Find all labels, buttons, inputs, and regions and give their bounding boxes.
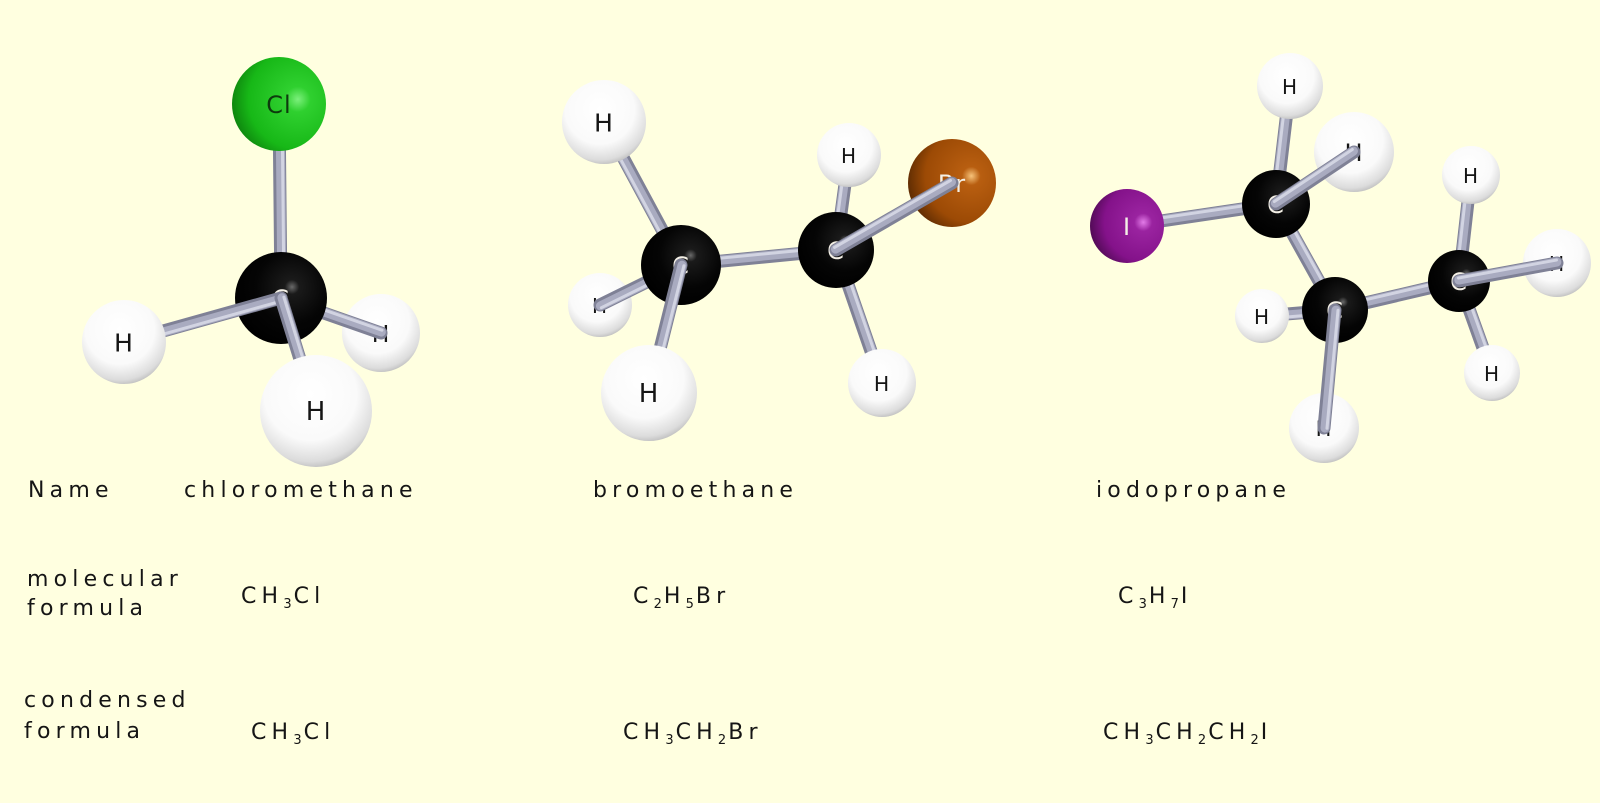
atom-label: H xyxy=(594,109,614,138)
atom-hydrogen: H xyxy=(82,300,166,384)
molecule-chloromethane: ClHCHH xyxy=(82,57,420,467)
row-label-molecular-formula-line2: formula xyxy=(27,596,149,621)
row-label-name: Name xyxy=(28,478,114,503)
atom-label: H xyxy=(306,397,327,427)
molecule-bromoethane: HHHBrHCCH xyxy=(562,80,996,441)
subscript: 2 xyxy=(717,733,729,748)
molecular-formula-chloromethane: CH3Cl xyxy=(241,584,326,612)
subscript: 3 xyxy=(283,597,294,612)
atom-hydrogen: H xyxy=(1442,146,1500,204)
atom-label: H xyxy=(841,144,857,168)
subscript: 2 xyxy=(1197,733,1209,748)
molecular-formula-iodopropane: C3H7I xyxy=(1118,584,1193,612)
atom-hydrogen: H xyxy=(817,123,881,187)
row-label-condensed-formula-line2: formula xyxy=(24,719,146,744)
molecule-iodopropane: IHHHHHHHCCC xyxy=(1090,53,1591,463)
atom-hydrogen: H xyxy=(562,80,646,164)
atom-label: I xyxy=(1123,213,1131,241)
condensed-formula-bromoethane: CH3CH2Br xyxy=(623,720,763,748)
compound-name-bromoethane: bromoethane xyxy=(593,478,799,503)
atom-chlorine: Cl xyxy=(232,57,326,151)
bond-c-h xyxy=(1269,145,1361,211)
atom-label: H xyxy=(1463,164,1479,188)
molecular-formula-bromoethane: C2H5Br xyxy=(633,584,731,612)
subscript: 3 xyxy=(665,733,676,748)
row-label-molecular-formula-line1: molecular xyxy=(27,567,184,592)
molecule-models: ClHCHHHHHBrHCCHIHHHHHHHCCC xyxy=(82,53,1591,467)
atom-label: H xyxy=(1254,305,1270,329)
atom-label: H xyxy=(1282,75,1298,99)
atom-label: H xyxy=(114,329,134,358)
atom-iodine: I xyxy=(1090,189,1164,263)
compound-name-chloromethane: chloromethane xyxy=(184,478,418,503)
subscript: 2 xyxy=(1250,733,1261,748)
bond-c-br xyxy=(829,176,959,257)
atom-label: H xyxy=(639,379,660,409)
atom-hydrogen: H xyxy=(601,345,697,441)
atom-hydrogen: H xyxy=(1257,53,1323,119)
subscript: 2 xyxy=(653,597,664,612)
atom-hydrogen: H xyxy=(1235,289,1289,343)
subscript: 5 xyxy=(685,597,696,612)
atom-hydrogen: H xyxy=(1464,345,1520,401)
subscript: 3 xyxy=(1145,733,1156,748)
condensed-formula-iodopropane: CH3CH2CH2I xyxy=(1103,720,1273,748)
subscript: 3 xyxy=(1138,597,1149,612)
compound-name-iodopropane: iodopropane xyxy=(1096,478,1292,503)
atom-label: Cl xyxy=(266,91,291,119)
bond-c-h xyxy=(1317,303,1342,435)
atom-label: H xyxy=(1484,362,1500,386)
bond-c-h xyxy=(1452,256,1564,288)
atom-label: H xyxy=(874,372,890,396)
subscript: 7 xyxy=(1170,597,1181,612)
atom-hydrogen: H xyxy=(260,355,372,467)
atom-hydrogen: H xyxy=(848,349,916,417)
condensed-formula-chloromethane: CH3Cl xyxy=(251,720,336,748)
subscript: 3 xyxy=(293,733,304,748)
row-label-condensed-formula-line1: condensed xyxy=(24,688,191,713)
